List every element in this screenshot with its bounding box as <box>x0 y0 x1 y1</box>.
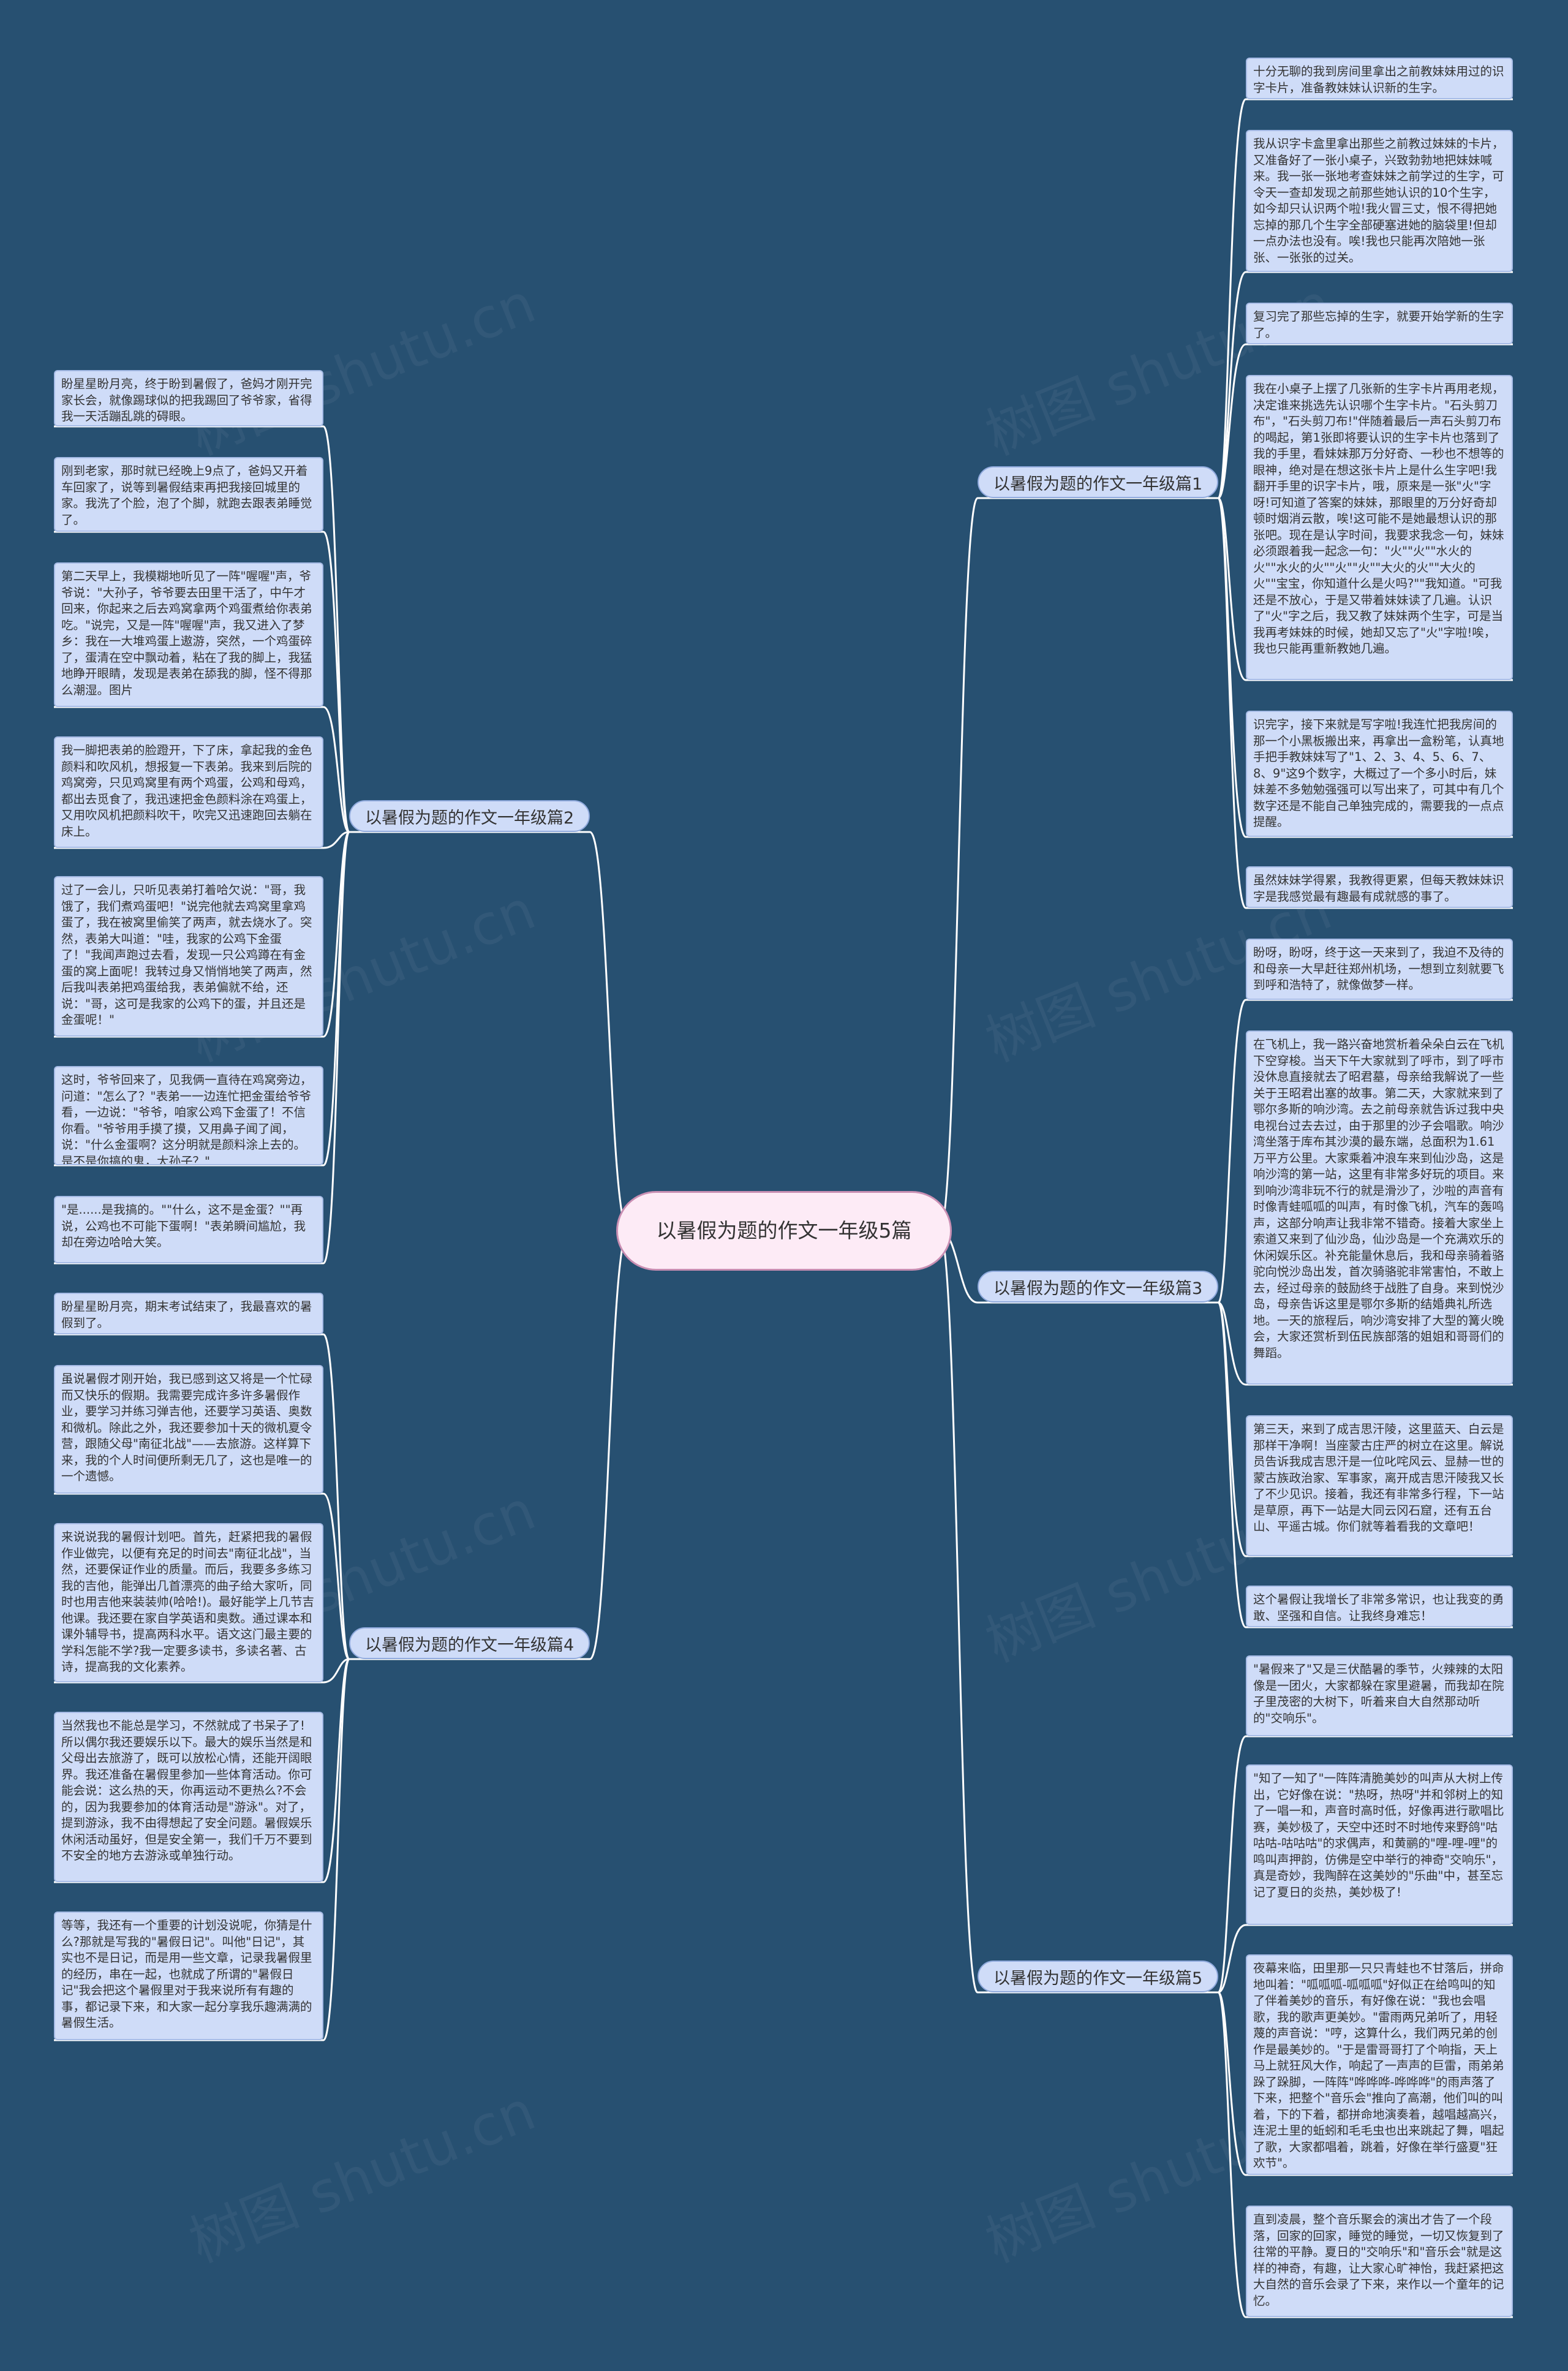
leaf-note: 盼星星盼月亮，终于盼到暑假了，爸妈才刚开完家长会，就像踢球似的把我踢回了爷爷家，… <box>54 370 323 426</box>
connector-line <box>1217 1301 1247 1628</box>
connector-line <box>938 1230 979 1994</box>
leaf-note: 我在小桌子上摆了几张新的生字卡片再用老规，决定谁来挑选先认识哪个生字卡片。"石头… <box>1246 375 1513 680</box>
connector-line <box>1217 497 1247 838</box>
connector-line <box>1217 343 1246 499</box>
branch-essay-4[interactable]: 以暑假为题的作文一年级篇4 <box>349 1627 590 1659</box>
connector-line <box>323 1658 350 1684</box>
connector-line <box>323 1492 350 1660</box>
connector-line <box>1217 999 1247 1304</box>
connector-line <box>589 831 630 1232</box>
leaf-note: 这时，爷爷回来了，见我俩一直待在鸡窝旁边，问道："怎么了？"表弟一一边连忙把金蛋… <box>54 1066 323 1165</box>
leaf-note: "暑假来了"又是三伏酷暑的季节，火辣辣的太阳像是一团火，大家都躲在家里避暑，而我… <box>1246 1655 1513 1736</box>
leaf-note: 第三天，来到了成吉思汗陵，这里蓝天、白云是那样干净啊！当座蒙古庄严的树立在这里。… <box>1246 1415 1513 1556</box>
connector-line <box>322 425 350 833</box>
leaf-note: 当然我也不能总是学习，不然就成了书呆子了!所以偶尔我还要娱乐以下。最大的娱乐当然… <box>54 1712 323 1882</box>
leaf-note: "知了一知了"一阵阵清脆美妙的叫声从大树上传出，它好像在说："热呀，热呀"并和邻… <box>1246 1764 1513 1925</box>
leaf-note: "是......是我搞的。""什么，这不是金蛋？""再说，公鸡也不可能下蛋啊！"… <box>54 1196 323 1263</box>
branch-essay-3[interactable]: 以暑假为题的作文一年级篇3 <box>978 1271 1219 1303</box>
central-topic[interactable]: 以暑假为题的作文一年级5篇 <box>616 1191 952 1271</box>
connector-line <box>1217 1991 1247 2318</box>
leaf-note: 这个暑假让我增长了非常多常识，也让我变的勇敢、坚强和自信。让我终身难忘！ <box>1246 1586 1513 1627</box>
branch-essay-2[interactable]: 以暑假为题的作文一年级篇2 <box>349 800 590 832</box>
connector-line <box>938 497 979 1232</box>
connector-line <box>1218 1924 1246 1994</box>
connector-line <box>322 1658 350 2041</box>
connector-line <box>1217 98 1247 499</box>
connector-line <box>1218 1301 1246 1386</box>
connector-line <box>322 531 350 833</box>
leaf-note: 等等，我还有一个重要的计划没说呢，你猜是什么?那就是写我的"暑假日记"。叫他"日… <box>54 1912 323 2040</box>
leaf-note: 刚到老家，那时就已经晚上9点了，爸妈又开着车回家了，说等到暑假结束再把我接回城里… <box>54 457 323 532</box>
leaf-note: 我从识字卡盒里拿出那些之前教过妹妹的卡片，又准备好了一张小桌子，兴致勃勃地把妹妹… <box>1246 130 1513 272</box>
leaf-note: 虽说暑假才刚开始，我已感到这又将是一个忙碌而又快乐的假期。我需要完成许多许多暑假… <box>54 1365 323 1494</box>
leaf-note: 过了一会儿，只听见表弟打着哈欠说："哥，我饿了，我们煮鸡蛋吧！"说完他就去鸡窝里… <box>54 876 323 1037</box>
leaf-note: 在飞机上，我一路兴奋地赏析着朵朵白云在飞机下空穿梭。当天下午大家就到了呼市，到了… <box>1246 1030 1513 1385</box>
connector-line <box>1217 497 1247 909</box>
leaf-note: 盼呀，盼呀，终于这一天来到了，我迫不及待的和母亲一大早赶往郑州机场，一想到立刻就… <box>1246 939 1513 1000</box>
connector-line <box>323 1658 350 1883</box>
leaf-note: 直到凌晨，整个音乐聚会的演出才告了一个段落，回家的回家，睡觉的睡觉，一切又恢复到… <box>1246 2206 1513 2317</box>
leaf-note: 第二天早上，我模糊地听见了一阵"喔喔"声，爷爷说："大孙子，爷爷要去田里干活了，… <box>54 562 323 707</box>
leaf-note: 十分无聊的我到房间里拿出之前教妹妹用过的识字卡片，准备教妹妹认识新的生字。 <box>1246 58 1513 99</box>
branch-essay-5[interactable]: 以暑假为题的作文一年级篇5 <box>978 1961 1219 1992</box>
leaf-note: 虽然妹妹学得累，我教得更累，但每天教妹妹识字是我感觉最有趣最有成就感的事了。 <box>1246 866 1513 908</box>
connector-line <box>323 706 350 833</box>
leaf-note: 识完字，接下来就是写字啦!我连忙把我房间的那一个小黑板搬出来，再拿出一盒粉笔，认… <box>1246 711 1513 837</box>
connector-line <box>322 1333 350 1660</box>
leaf-note: 复习完了那些忘掉的生字，就要开始学新的生字了。 <box>1246 303 1513 344</box>
connector-line <box>589 1230 630 1660</box>
connector-line <box>1217 1735 1246 1994</box>
leaf-note: 我一脚把表弟的脸蹬开，下了床，拿起我的金色颜料和吹风机，想报复一下表弟。我来到后… <box>54 736 323 848</box>
connector-line <box>323 831 350 849</box>
connector-line <box>322 831 350 1265</box>
leaf-note: 盼星星盼月亮，期末考试结束了，我最喜欢的暑假到了。 <box>54 1293 323 1334</box>
leaf-note: 来说说我的暑假计划吧。首先，赶紧把我的暑假作业做完，以便有充足的时间去"南征北战… <box>54 1523 323 1682</box>
branch-essay-1[interactable]: 以暑假为题的作文一年级篇1 <box>978 466 1219 498</box>
leaf-note: 夜幕来临，田里那一只只青蛙也不甘落后，拼命地叫着："呱呱呱-呱呱呱"好似正在给鸣… <box>1246 1954 1513 2175</box>
